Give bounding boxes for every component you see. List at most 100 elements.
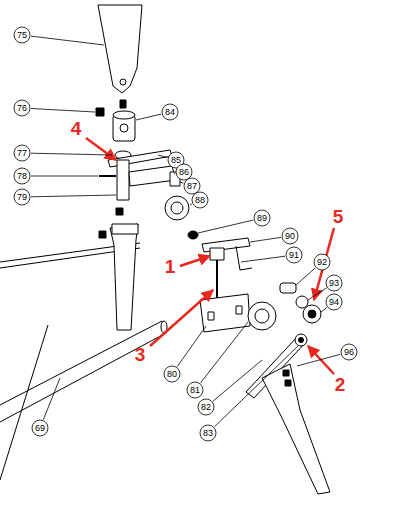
gearbox-housing	[200, 294, 250, 332]
callout-circle	[14, 27, 30, 43]
rotor-blade	[98, 5, 142, 93]
callout-number: 88	[195, 196, 205, 205]
tail-boom	[0, 321, 166, 422]
vertical-fin	[262, 364, 330, 494]
leader-line	[250, 237, 281, 242]
callout-number: 93	[329, 279, 339, 288]
callout-circle	[326, 275, 342, 291]
leader-line	[198, 220, 253, 233]
leader-line	[214, 346, 298, 427]
screw	[285, 380, 291, 386]
callout-number: 96	[344, 348, 354, 357]
callout-number: 86	[179, 168, 189, 177]
housing-slot	[236, 306, 242, 314]
hub-arm	[129, 166, 176, 186]
pointer-arrow	[86, 138, 116, 160]
callout-circle	[14, 168, 30, 184]
callout-number: 87	[187, 182, 197, 191]
leader-line	[308, 288, 326, 300]
bearing-inner	[171, 202, 183, 214]
callout-number: 94	[329, 298, 339, 307]
bolt	[120, 100, 126, 108]
callout-marker: 2	[335, 375, 346, 394]
housing-bearing-seat	[248, 302, 276, 330]
leader-line	[31, 36, 104, 45]
collar	[188, 231, 198, 239]
bushing	[280, 283, 296, 293]
blade-root	[112, 224, 138, 234]
callout-circle	[32, 420, 48, 436]
callout-marker: 5	[333, 207, 344, 226]
callout-circle	[164, 366, 180, 382]
callout-number: 81	[190, 386, 200, 395]
callout-circle	[286, 247, 302, 263]
lever-pivot	[295, 334, 307, 346]
callout-circle	[326, 294, 342, 310]
pointer-arrow	[150, 290, 213, 346]
callout-circle	[176, 164, 192, 180]
leader-line	[174, 173, 175, 174]
leader-line	[31, 195, 116, 197]
screw	[283, 370, 289, 376]
callout-circle	[198, 399, 214, 415]
pin	[99, 175, 116, 177]
callout-circle	[282, 228, 298, 244]
callout-circle	[314, 254, 330, 270]
slider-arm	[236, 246, 252, 270]
pointer-arrow	[180, 256, 210, 266]
callout-circle	[200, 425, 216, 441]
leader-line	[201, 322, 248, 383]
blade-grip-top	[113, 111, 135, 119]
washer	[296, 296, 308, 308]
callout-number: 69	[35, 424, 45, 433]
pointer-arrow	[308, 346, 334, 374]
callout-circle	[187, 382, 203, 398]
housing-bore	[255, 309, 269, 323]
leader-line	[158, 155, 167, 158]
output-shaft	[216, 260, 218, 298]
red-pointers	[86, 138, 334, 374]
callout-circle	[184, 178, 200, 194]
hub-shaft	[117, 160, 129, 200]
callout-number: 84	[165, 108, 175, 117]
callout-number: 80	[167, 370, 177, 379]
leader-line	[43, 378, 60, 420]
callout-circle	[192, 192, 208, 208]
leader-line	[31, 176, 98, 177]
rotor-blade	[110, 224, 138, 330]
callout-circle	[14, 145, 30, 161]
leader-line	[190, 204, 192, 206]
leader-line	[213, 360, 262, 401]
callout-number: 92	[317, 258, 327, 267]
callout-number: 78	[17, 172, 27, 181]
callout-number: 79	[17, 193, 27, 202]
leader-line	[136, 114, 161, 120]
bolt	[96, 108, 104, 116]
callout-number: 90	[285, 232, 295, 241]
callout-marker: 1	[165, 257, 176, 276]
leader-line	[31, 108, 95, 112]
callout-number: 77	[17, 149, 27, 158]
callout-marker: 4	[71, 119, 82, 138]
screw	[99, 231, 106, 238]
bearing	[165, 196, 189, 220]
callout-number: 76	[17, 104, 27, 113]
callout-number: 91	[289, 251, 299, 260]
leader-line	[297, 354, 340, 366]
callout-circle	[14, 189, 30, 205]
leader-line	[321, 307, 327, 312]
leader-line	[31, 153, 112, 155]
callout-number: 75	[17, 31, 27, 40]
callout-number: 83	[203, 429, 213, 438]
gear-hub	[308, 310, 316, 318]
leader-line	[177, 326, 206, 367]
callout-number: 89	[257, 214, 267, 223]
grip-hole	[120, 124, 128, 132]
slider-hub	[210, 248, 224, 260]
leader-line	[296, 268, 315, 285]
callout-circle	[254, 210, 270, 226]
leader-line	[241, 256, 285, 262]
callout-number: 85	[171, 156, 181, 165]
